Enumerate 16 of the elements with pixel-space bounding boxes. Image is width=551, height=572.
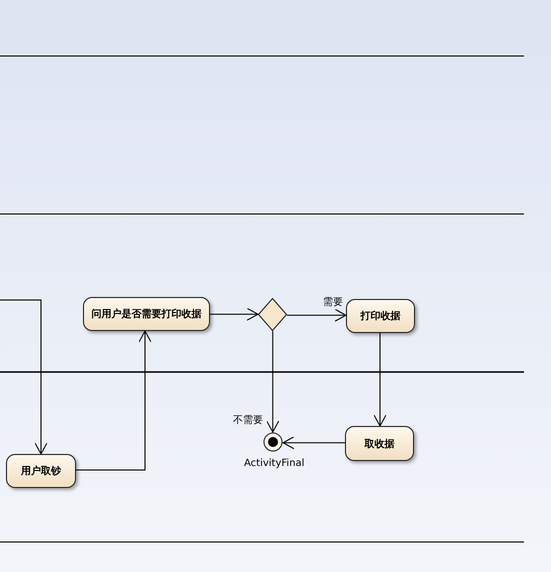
edge-label: 需要 [323, 296, 343, 309]
arrow [76, 330, 152, 470]
edge-label: 不需要 [233, 414, 263, 427]
arrow [210, 308, 258, 321]
arrow [374, 332, 386, 426]
action-box: 问用户是否需要打印收据 [83, 297, 210, 331]
arrow [266, 330, 280, 432]
action-box: 用户取钞 [6, 454, 76, 488]
action-box: 打印收据 [346, 299, 415, 333]
final-node [263, 432, 283, 452]
arrow [282, 436, 346, 450]
arrow [286, 308, 346, 322]
arrow [0, 300, 48, 454]
decision-diamond [258, 298, 287, 331]
action-box: 取收据 [345, 426, 414, 461]
node-caption: ActivityFinal [244, 458, 304, 469]
